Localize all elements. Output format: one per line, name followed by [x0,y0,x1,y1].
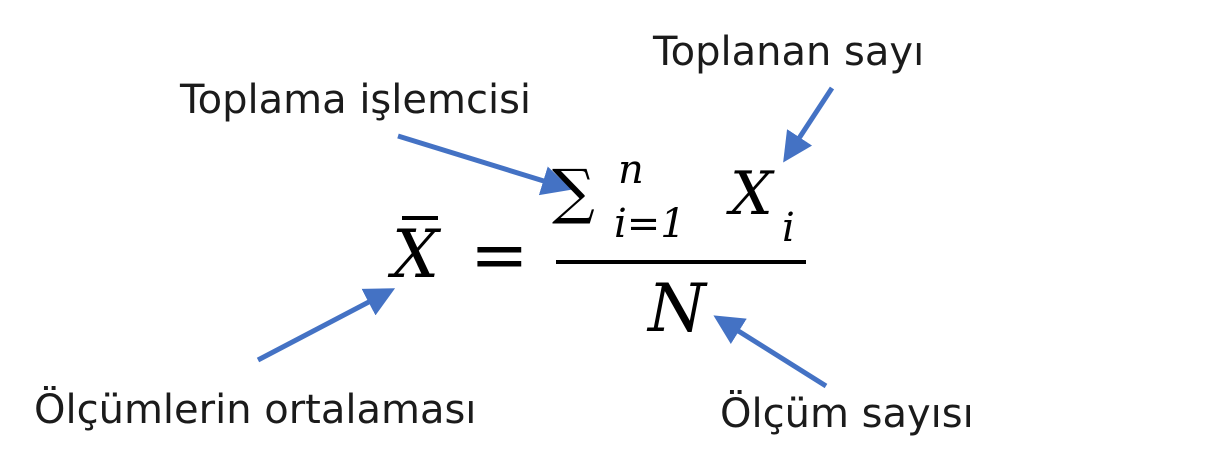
fraction-bar [556,260,806,264]
arrow-number-of-measurements [713,315,828,389]
label-number-of-measurements: Ölçüm sayısı [720,391,974,437]
sum-upper-limit: n [618,147,644,193]
sum-symbol: ∑ [552,157,595,227]
arrow-summed-value [783,86,835,163]
label-mean-of-measurements: Ölçümlerin ortalaması [34,387,477,433]
mean-symbol: X [392,216,439,293]
term-subscript: i [782,205,795,251]
mean-overbar [402,216,438,220]
label-summed-value: Toplanan sayı [653,29,925,75]
denominator: N [648,270,706,347]
arrow-mean [256,288,396,363]
arrow-summation-operator [397,133,572,196]
sum-lower-limit: i=1 [614,201,686,247]
term-variable: X [730,159,773,229]
equals-sign: = [470,214,529,296]
label-summation-operator: Toplama işlemcisi [180,77,532,123]
